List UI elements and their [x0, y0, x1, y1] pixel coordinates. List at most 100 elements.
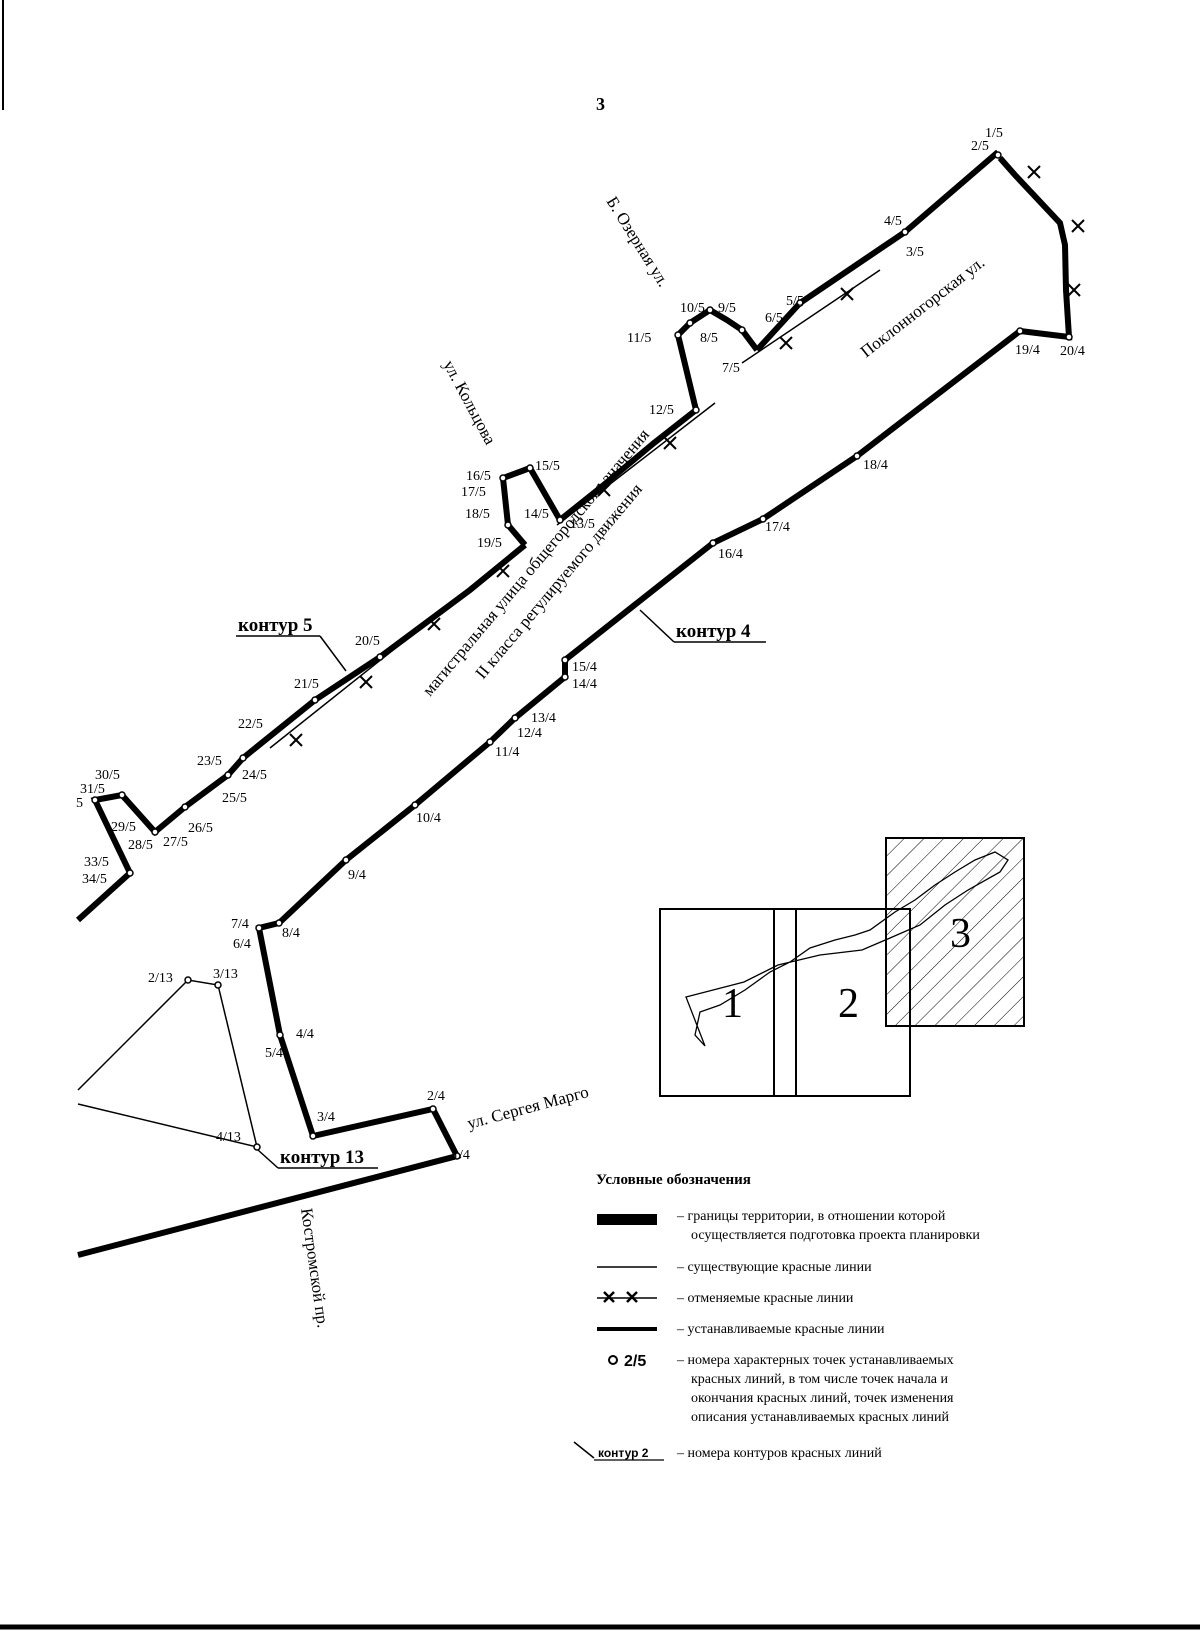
point-label: 12/4	[517, 726, 542, 741]
legend-text: – отменяемые красные линии	[676, 1291, 854, 1306]
point-label: 6/4	[233, 937, 251, 952]
legend-symbol-point	[608, 1355, 618, 1365]
street-kostromskoy: Костромской пр.	[297, 1207, 333, 1329]
contour-4-leader	[639, 609, 675, 643]
contour-5-leader	[319, 635, 347, 672]
legend-symbol-established	[597, 1327, 657, 1331]
point-label: 20/4	[1060, 344, 1085, 359]
point-label: 19/4	[1015, 343, 1040, 358]
point-label: 7/5	[722, 361, 740, 376]
point-label: 3/4	[317, 1110, 335, 1125]
point-label: 16/4	[718, 547, 743, 562]
contour-13-label: контур 13	[280, 1147, 364, 1168]
point-label: 6/5	[765, 311, 783, 326]
point-label: 10/5	[680, 301, 705, 316]
cancelled-red-line-markers	[289, 165, 1085, 747]
point-label: 11/5	[627, 331, 651, 346]
street-b-ozernaya: Б. Озерная ул.	[603, 193, 673, 290]
point-label: 20/5	[355, 634, 380, 649]
point-label: 18/5	[465, 507, 490, 522]
street-magistral-line2: II класса регулируемого движения	[472, 480, 647, 683]
legend-text: – границы территории, в отношении которо…	[676, 1209, 946, 1224]
point-label: 13/5	[570, 517, 595, 532]
legend-sample-point: 2/5	[624, 1353, 646, 1370]
point-label: 3/13	[213, 967, 238, 982]
street-kolyadova: ул. Кольцова	[439, 357, 500, 448]
legend-symbol-contour-leader	[573, 1441, 595, 1459]
point-label: 15/5	[535, 459, 560, 474]
contour-4-label: контур 4	[676, 621, 751, 642]
contour-13-leader	[257, 1149, 279, 1169]
point-label: 4/4	[296, 1027, 314, 1042]
point-label: 26/5	[188, 821, 213, 836]
point-label: 4/5	[884, 214, 902, 229]
contour-labels: контур 5 контур 4 контур 13	[236, 609, 766, 1169]
point-label: 9/5	[718, 301, 736, 316]
legend-text: окончания красных линий, точек изменения	[691, 1391, 954, 1406]
point-label: 4/13	[216, 1130, 241, 1145]
key-map-sheet-1-2	[659, 908, 911, 1097]
point-label: 23/5	[197, 754, 222, 769]
contour-5-label: контур 5	[238, 615, 313, 636]
key-map-number-2: 2	[838, 981, 859, 1027]
legend: Условные обозначения – границы территори…	[573, 1172, 980, 1461]
point-label: 16/5	[466, 469, 491, 484]
point-label: 1/5	[985, 126, 1003, 141]
point-label: 5/4	[265, 1046, 283, 1061]
point-label: 3/5	[906, 245, 924, 260]
legend-text: осуществляется подготовка проекта планир…	[691, 1228, 980, 1243]
point-label: 14/5	[524, 507, 549, 522]
point-label: 15/4	[572, 660, 597, 675]
legend-title: Условные обозначения	[596, 1172, 751, 1188]
legend-text: – номера контуров красных линий	[676, 1446, 882, 1461]
point-label: 8/4	[282, 926, 300, 941]
point-label: 33/5	[84, 855, 109, 870]
point-label: 9/4	[348, 868, 366, 883]
street-names: Б. Озерная ул. ул. Кольцова Поклонногорс…	[297, 193, 988, 1329]
point-label: 34/5	[82, 872, 107, 887]
point-label: 21/5	[294, 677, 319, 692]
key-map: 1 2 3	[659, 837, 1025, 1097]
point-label: 8/5	[700, 331, 718, 346]
legend-sample-contour: контур 2	[598, 1446, 649, 1460]
point-label: 1/4	[452, 1148, 470, 1163]
street-poklonnogorskaya: Поклонногорская ул.	[857, 253, 988, 362]
point-label: 12/5	[649, 403, 674, 418]
point-label: 19/5	[477, 536, 502, 551]
point-label: 5	[76, 796, 83, 811]
key-map-territory-outline	[685, 851, 1009, 1047]
point-label: 28/5	[128, 838, 153, 853]
point-label: 13/4	[531, 711, 556, 726]
key-map-number-1: 1	[722, 981, 743, 1027]
point-labels-contour-13: 2/13 3/13 4/13	[148, 967, 241, 1145]
legend-text: красных линий, в том числе точек начала …	[691, 1372, 949, 1387]
point-labels-contour-5: 1/5 2/5 4/5 3/5 5/5 6/5 10/5 9/5 8/5 11/…	[76, 126, 1003, 887]
legend-text: – устанавливаемые красные линии	[676, 1322, 885, 1337]
legend-text: описания устанавливаемых красных линий	[691, 1410, 950, 1425]
point-label: 2/4	[427, 1089, 445, 1104]
point-label: 27/5	[163, 835, 188, 850]
point-label: 30/5	[95, 768, 120, 783]
page-number: 3	[596, 94, 605, 114]
street-sergeya-margo: ул. Сергея Марго	[465, 1082, 591, 1133]
point-label: 24/5	[242, 768, 267, 783]
point-label: 5/5	[786, 294, 804, 309]
point-label: 10/4	[416, 811, 441, 826]
point-label: 18/4	[863, 458, 888, 473]
legend-text: – существующие красные линии	[676, 1260, 872, 1275]
point-label: 14/4	[572, 677, 597, 692]
point-label: 22/5	[238, 717, 263, 732]
point-label: 2/5	[971, 139, 989, 154]
legend-symbol-boundary	[597, 1214, 657, 1225]
point-labels-contour-4: 19/4 20/4 18/4 17/4 16/4 15/4 14/4 13/4 …	[231, 343, 1085, 1163]
point-label: 11/4	[495, 745, 519, 760]
point-label: 7/4	[231, 917, 249, 932]
point-label: 31/5	[80, 782, 105, 797]
point-label: 17/4	[765, 520, 790, 535]
point-label: 17/5	[461, 485, 486, 500]
point-label: 25/5	[222, 791, 247, 806]
point-markers	[91, 151, 1073, 1160]
legend-symbol-cancelled-crosses	[603, 1291, 638, 1303]
point-label: 2/13	[148, 971, 173, 986]
